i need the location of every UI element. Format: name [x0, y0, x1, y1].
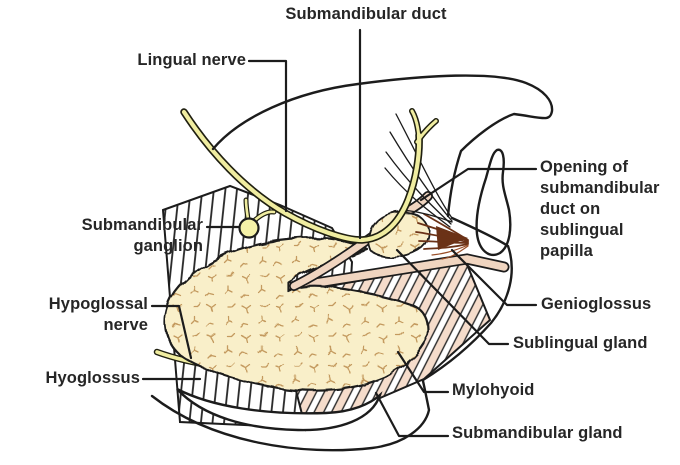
styloglossus-fibres [384, 113, 453, 228]
label-sublingual-gland: Sublingual gland [513, 334, 648, 352]
jaw-outline-right [421, 216, 513, 382]
label-hyoglossus: Hyoglossus [45, 369, 140, 387]
label-submandibular-ganglion: Submandibular ganglion [81, 216, 203, 255]
label-submandibular-duct: Submandibular duct [285, 5, 447, 23]
label-mylohyoid: Mylohyoid [452, 381, 535, 399]
label-opening-of-submandibular-duct: Opening of submandibular duct on subling… [540, 158, 660, 260]
lingual-nerve-path [180, 108, 439, 244]
genioglossus-muscle [415, 213, 469, 260]
leader-lines [141, 28, 538, 438]
tongue-outline [211, 74, 554, 218]
hyoid-bone [176, 387, 383, 432]
label-submandibular-gland: Submandibular gland [452, 424, 623, 442]
sublingual-gland-shape [368, 211, 430, 258]
label-hypoglossal-nerve: Hypoglossal nerve [48, 295, 148, 334]
mandible-symphysis [475, 148, 512, 257]
mandible-lower-border [150, 379, 431, 452]
submandibular-ganglion-shape [238, 217, 260, 239]
mylohyoid-border-band [266, 253, 510, 296]
label-genioglossus: Genioglossus [541, 295, 652, 313]
label-lingual-nerve: Lingual nerve [137, 51, 246, 69]
submandibular-gland-shape [163, 236, 430, 392]
